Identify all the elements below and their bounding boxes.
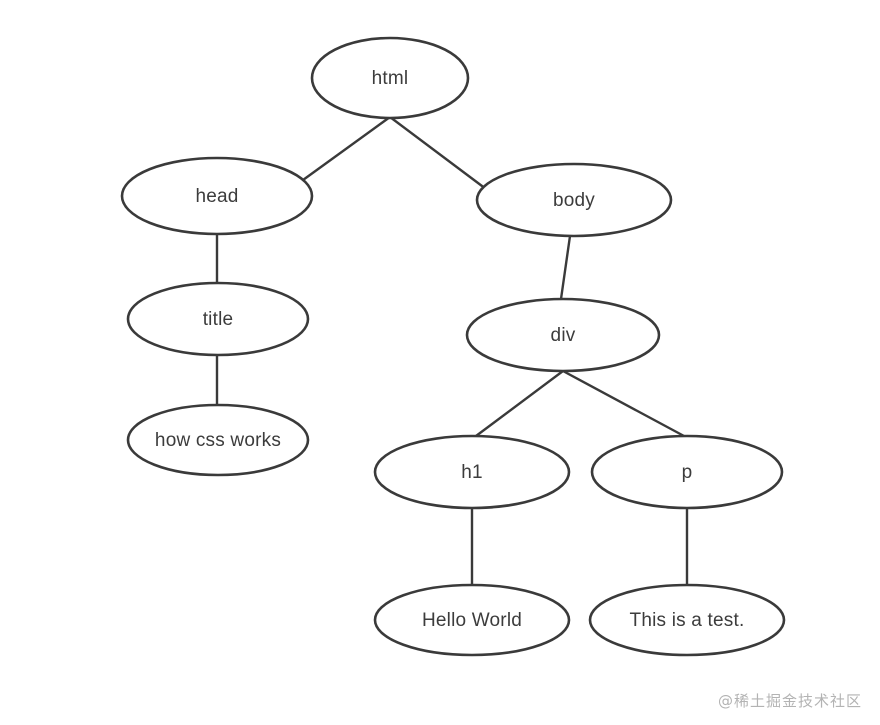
node-h1[interactable]: h1	[373, 434, 571, 510]
edges-group	[215, 115, 689, 587]
node-head[interactable]: head	[120, 156, 314, 236]
edge-div-to-h1	[474, 369, 565, 438]
edge-html-to-body	[388, 115, 484, 188]
node-p[interactable]: p	[590, 434, 784, 510]
node-thisisatest[interactable]: This is a test.	[588, 583, 786, 657]
node-shape-title[interactable]	[126, 281, 310, 357]
node-shape-div[interactable]	[465, 297, 661, 373]
node-label-p: p	[682, 462, 693, 483]
watermark-text: @稀土掘金技术社区	[717, 692, 862, 710]
node-label-thisisatest: This is a test.	[630, 610, 745, 631]
node-body[interactable]: body	[475, 162, 673, 238]
node-howcssworks[interactable]: how css works	[126, 403, 310, 477]
node-label-html: html	[372, 68, 409, 89]
node-shape-thisisatest[interactable]	[588, 583, 786, 657]
node-label-head: head	[195, 186, 238, 207]
node-label-helloworld: Hello World	[422, 610, 522, 631]
node-shape-h1[interactable]	[373, 434, 571, 510]
edge-body-to-div	[559, 234, 572, 301]
node-shape-howcssworks[interactable]	[126, 403, 310, 477]
node-label-howcssworks: how css works	[155, 430, 281, 451]
node-shape-helloworld[interactable]	[373, 583, 571, 657]
edge-div-to-p	[561, 369, 686, 438]
node-shape-p[interactable]	[590, 434, 784, 510]
node-label-title: title	[203, 309, 234, 330]
node-shape-head[interactable]	[120, 156, 314, 236]
node-html[interactable]: html	[310, 36, 470, 120]
node-label-h1: h1	[461, 462, 483, 483]
node-title[interactable]: title	[126, 281, 310, 357]
node-helloworld[interactable]: Hello World	[373, 583, 571, 657]
node-label-div: div	[551, 325, 576, 346]
node-div[interactable]: div	[465, 297, 661, 373]
node-label-body: body	[553, 190, 595, 211]
edge-html-to-head	[301, 115, 392, 182]
node-shape-body[interactable]	[475, 162, 673, 238]
node-shape-html[interactable]	[310, 36, 470, 120]
nodes-group: html head body title div how css works h1 pHell…	[120, 36, 786, 657]
